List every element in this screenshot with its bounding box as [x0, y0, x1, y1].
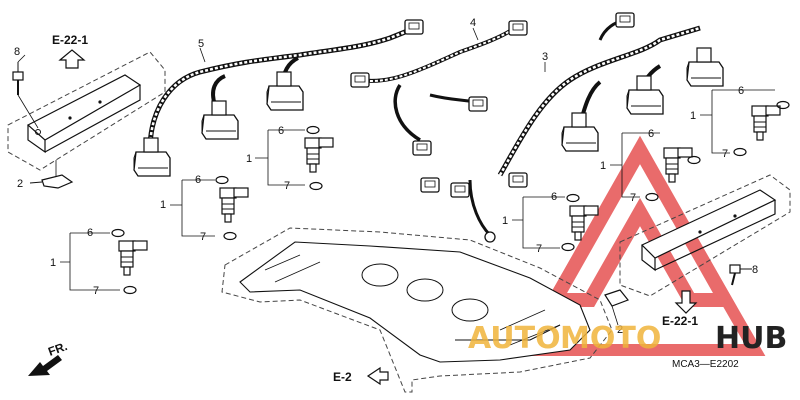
harness-3: [420, 12, 724, 243]
callout-7-a: 7: [284, 180, 290, 192]
diagram-code: MCA3—E2202: [672, 359, 739, 370]
callout-3: 3: [542, 51, 548, 63]
callout-1-b: 1: [160, 199, 166, 211]
callout-7-b: 7: [200, 231, 206, 243]
bracket-2-right: [604, 289, 629, 326]
injector-a: [304, 125, 334, 191]
leader-lines: [17, 27, 775, 291]
callout-4: 4: [470, 17, 476, 29]
fuel-rail-left: [7, 51, 166, 171]
callout-6-f: 6: [738, 85, 744, 97]
callout-7-d: 7: [536, 243, 542, 255]
e22-top-arrow: [58, 49, 86, 69]
watermark-moto: MOTO: [560, 321, 661, 356]
callout-1-c: 1: [50, 257, 56, 269]
front-arrow-icon: [28, 355, 62, 376]
bolt-8-right: [729, 264, 752, 286]
callout-6-c: 6: [87, 227, 93, 239]
front-label: FR.: [46, 339, 69, 359]
injector-c: [111, 228, 148, 295]
callout-2-left: 2: [17, 178, 23, 190]
callout-7-e: 7: [630, 192, 636, 204]
callout-6-b: 6: [195, 174, 201, 186]
injector-b: [215, 175, 249, 241]
ref-e22-top: E-22-1: [52, 33, 88, 47]
e22-bottom-arrow: [674, 290, 698, 314]
watermark-text: AUTO MOTO HUB: [468, 321, 787, 356]
callout-7-c: 7: [93, 285, 99, 297]
ref-e2: E-2: [333, 370, 352, 384]
callout-1-a: 1: [246, 153, 252, 165]
e2-arrow: [366, 366, 389, 386]
callout-1-d: 1: [502, 215, 508, 227]
harness-4: [350, 20, 528, 156]
watermark-auto: AUTO: [468, 321, 561, 356]
injector-f: [733, 100, 790, 157]
callout-7-f: 7: [722, 148, 728, 160]
callout-1-f: 1: [690, 110, 696, 122]
callout-5: 5: [198, 38, 204, 50]
callout-6-e: 6: [648, 128, 654, 140]
harness-5: [133, 19, 424, 177]
bolt-8-left: [12, 62, 39, 129]
callout-8-right: 8: [752, 264, 758, 276]
ref-e22-bottom: E-22-1: [662, 314, 698, 328]
watermark-hub: HUB: [715, 321, 787, 356]
callout-6-d: 6: [551, 191, 557, 203]
fuel-rail-right: [619, 174, 791, 297]
lower-manifold: [221, 227, 613, 393]
bracket-2-left: [29, 160, 74, 189]
callout-6-a: 6: [278, 125, 284, 137]
callout-2-right: 2: [617, 324, 623, 336]
callout-1-e: 1: [600, 160, 606, 172]
callout-8-top: 8: [14, 46, 20, 58]
